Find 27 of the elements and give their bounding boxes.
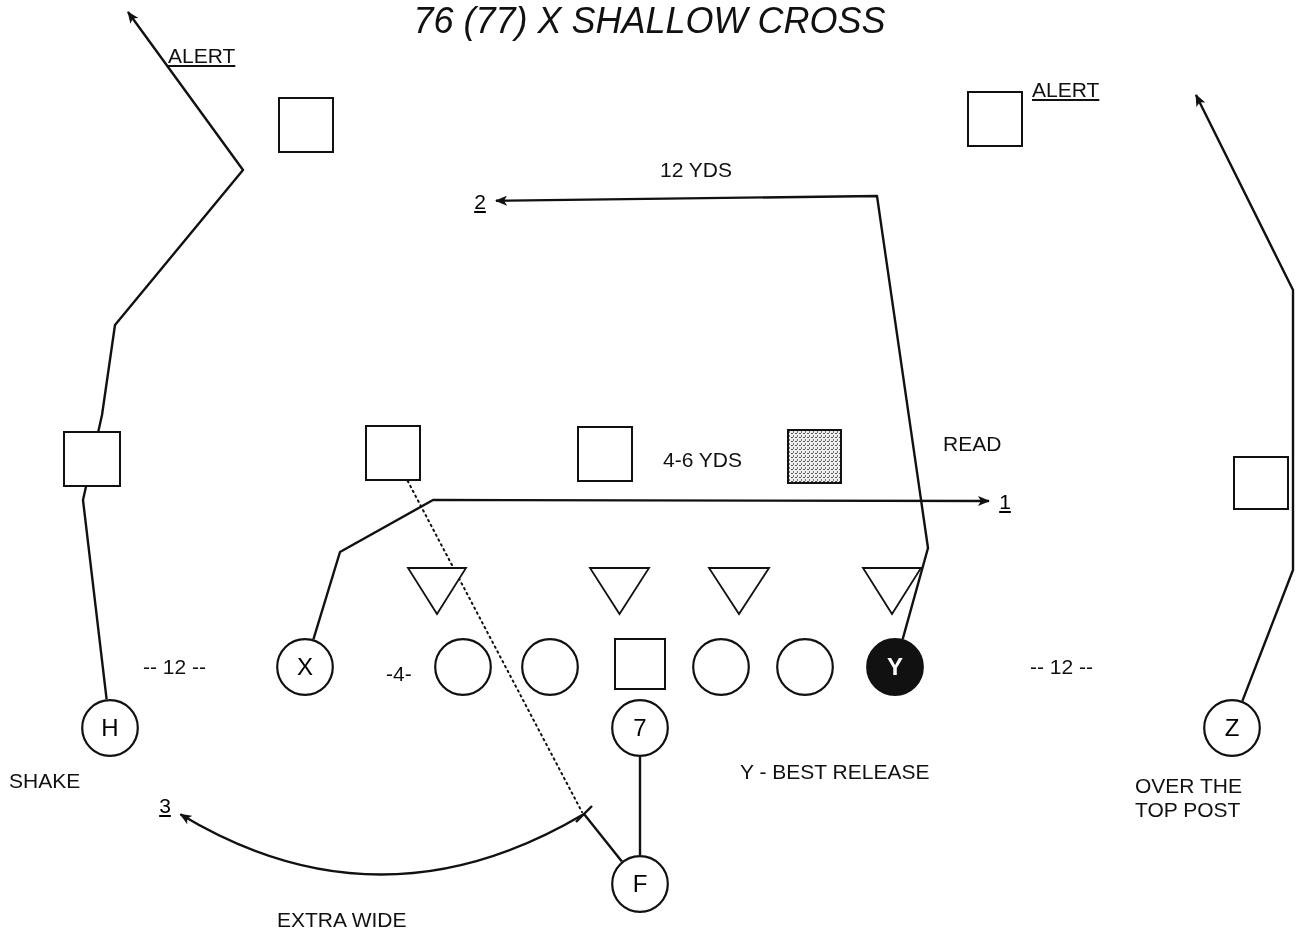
route-arrow <box>495 194 930 640</box>
route-note: SHAKE <box>9 769 82 794</box>
alert-note: ALERT <box>168 44 236 69</box>
alert-note: ALERT <box>1032 78 1100 103</box>
route-number: 3 <box>159 794 171 816</box>
route-arrow <box>179 812 623 876</box>
distance-note: 4-6 YDS <box>663 448 742 473</box>
player-letter: F <box>632 872 648 896</box>
split-note: -- 12 -- <box>1030 655 1093 680</box>
split-note: -4- <box>386 662 412 687</box>
dotted-line <box>406 480 583 813</box>
route-number: 2 <box>474 190 486 212</box>
route-arrow <box>1194 94 1295 702</box>
route-note: OVER THE TOP POST <box>1135 774 1243 823</box>
route-arrow <box>312 496 990 640</box>
coaching-note: Y - BEST RELEASE <box>740 760 930 785</box>
route-line <box>638 757 642 855</box>
player-letter: X <box>297 655 313 679</box>
split-note: -- 12 -- <box>143 655 206 680</box>
player-letter: Y <box>887 655 903 679</box>
route-arrow <box>81 11 245 700</box>
player-letter: Z <box>1224 716 1240 740</box>
player-letter: 7 <box>633 716 647 740</box>
route-number: 1 <box>999 490 1011 512</box>
title: 76 (77) X SHALLOW CROSS <box>412 0 887 42</box>
read-note: READ <box>943 432 1002 457</box>
player-letter: H <box>101 716 119 740</box>
